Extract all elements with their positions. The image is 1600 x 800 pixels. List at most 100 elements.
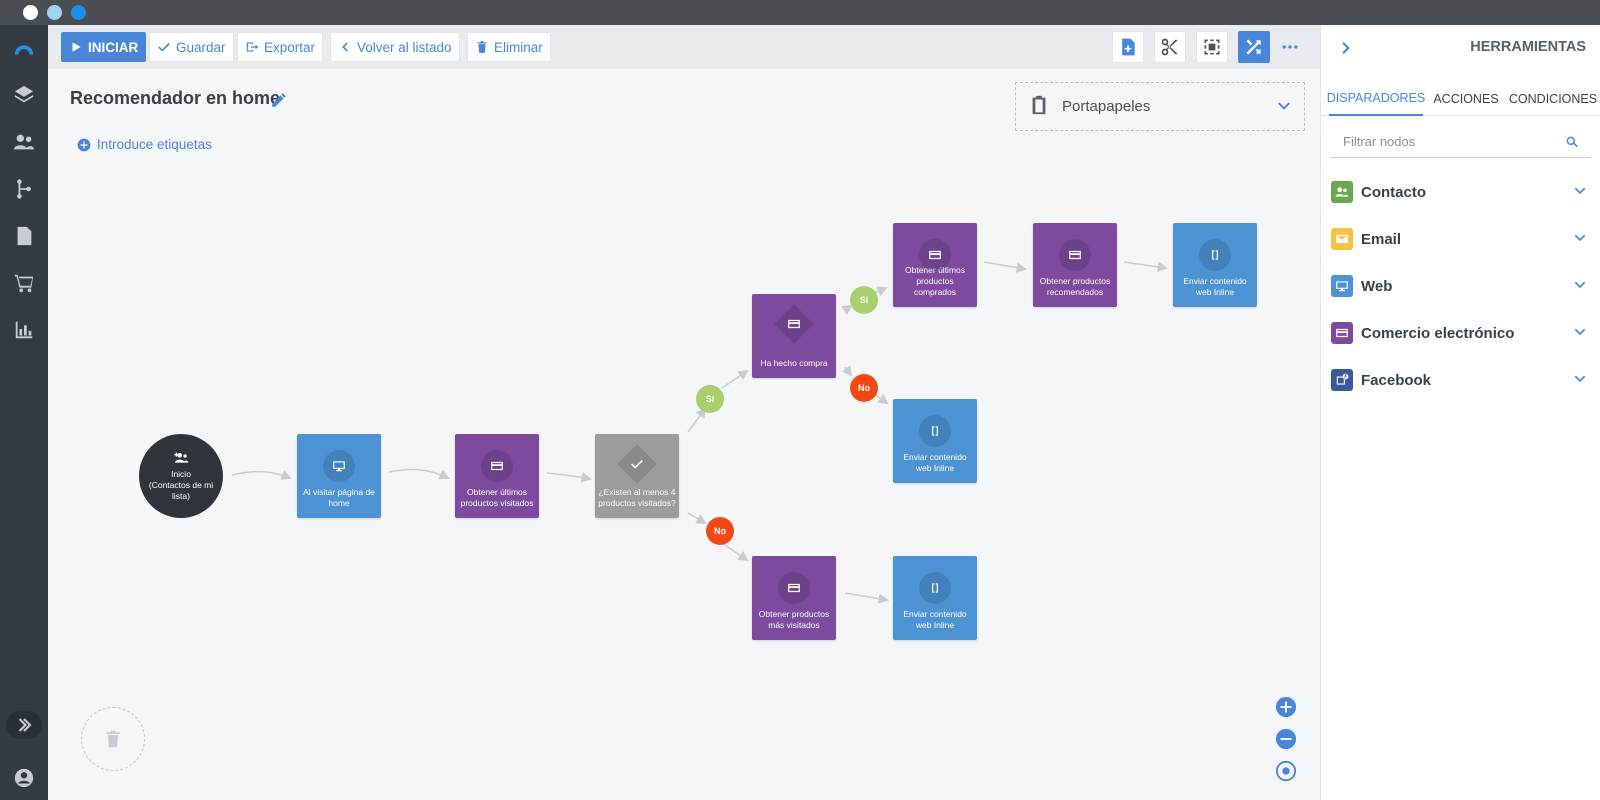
document-icon[interactable] [10,222,38,250]
node-has-purchased[interactable]: Ha hecho compra [752,294,836,378]
category-contact[interactable]: Contacto [1331,176,1591,208]
facebook-icon [1331,369,1353,391]
card-icon [1331,322,1353,344]
start-node-title: Inicio [171,469,191,479]
clipboard-dropzone[interactable]: Portapapeles [1015,82,1305,131]
add-contacts-icon [174,452,189,463]
node-recommended-products[interactable]: Obtener productos recomendados [1033,223,1117,307]
node-label: ¿Existen al menos 4 productos visitados? [598,487,676,508]
node-send-inline-content-3[interactable]: Enviar contenido web Inline [893,556,977,640]
node-send-inline-content-2[interactable]: Enviar contenido web Inline [893,399,977,483]
category-web[interactable]: Web [1331,270,1591,302]
scissors-icon [1161,38,1178,56]
card-icon [778,572,810,604]
logo-icon[interactable] [10,35,38,63]
trash-icon [106,730,120,748]
window-close-control[interactable] [23,5,38,20]
card-icon [1059,239,1091,271]
chevron-right-icon [1342,42,1350,54]
check-icon [158,42,170,52]
search-icon[interactable] [1565,135,1579,149]
node-send-inline-content-1[interactable]: Enviar contenido web Inline [1173,223,1257,307]
edit-title-icon[interactable] [270,91,288,109]
chevron-down-icon[interactable] [1573,183,1587,202]
more-options-button[interactable] [1274,31,1306,63]
contacts-icon[interactable] [10,128,38,156]
chevron-down-icon[interactable] [1276,97,1292,117]
window-maximize-control[interactable] [71,5,86,20]
node-most-visited-products[interactable]: Obtener productos más visitados [752,556,836,640]
panel-title: HERRAMIENTAS [1470,39,1586,55]
back-to-list-button[interactable]: Volver al listado [330,32,460,62]
branch-no-badge[interactable]: No [850,374,878,402]
center-view-button[interactable] [1275,760,1297,782]
filter-nodes-input[interactable] [1343,134,1553,149]
node-last-visited-products[interactable]: Obtener últimos productos visitados [455,434,539,518]
layers-icon[interactable] [10,81,38,109]
add-document-icon [1122,38,1135,56]
tab-conditions[interactable]: CONDICIONES [1508,92,1598,106]
node-label: Obtener productos más visitados [758,609,830,630]
back-button-label: Volver al listado [357,39,452,55]
branch-no-badge[interactable]: No [706,517,734,545]
minus-circle-icon [1275,728,1297,750]
save-button[interactable]: Guardar [149,32,234,62]
trash-icon [477,41,487,53]
start-button-label: INICIAR [88,39,139,55]
chevron-down-icon[interactable] [1573,324,1587,343]
shuffle-icon [1246,39,1261,55]
double-chevron-right-icon [18,718,32,732]
select-area-button[interactable] [1196,31,1228,63]
collapse-panel-button[interactable] [1337,39,1355,57]
trash-dropzone[interactable] [81,707,145,771]
branch-yes-badge[interactable]: Sí [850,286,878,314]
card-icon [774,304,814,344]
tab-actions[interactable]: ACCIONES [1433,92,1499,106]
chevron-down-icon[interactable] [1573,230,1587,249]
category-email[interactable]: Email [1331,223,1591,255]
chevron-down-icon[interactable] [1573,277,1587,296]
zoom-in-button[interactable] [1275,696,1297,718]
window-titlebar [0,0,1600,25]
email-icon [1331,228,1353,250]
export-button[interactable]: Exportar [237,32,324,62]
node-label: Obtener últimos productos visitados [460,487,534,508]
node-last-purchased-products[interactable]: Obtener últimos productos comprados [893,223,977,307]
add-tags-link[interactable]: Introduce etiquetas [77,137,212,152]
more-horizontal-icon [1282,45,1298,49]
auto-layout-button[interactable] [1238,31,1270,63]
connector [546,472,593,483]
delete-button[interactable]: Eliminar [467,32,551,62]
clipboard-icon [1028,94,1050,120]
tab-triggers[interactable]: DISPARADORES [1327,82,1425,116]
node-label: Ha hecho compra [760,358,828,368]
cut-button[interactable] [1154,31,1186,63]
node-visit-home[interactable]: Al visitar página de home [297,434,381,518]
flow-start-node[interactable]: Inicio (Contactos de mi lista) [139,434,223,518]
flow-icon[interactable] [10,175,38,203]
category-label: Email [1361,230,1402,248]
node-condition-min-4-visited[interactable]: ¿Existen al menos 4 productos visitados? [595,434,679,518]
chevron-down-icon[interactable] [1573,371,1587,390]
window-minimize-control[interactable] [47,5,62,20]
category-facebook[interactable]: Facebook [1331,364,1591,396]
branch-yes-badge[interactable]: Sí [696,385,724,413]
brackets-icon [919,572,951,604]
cart-icon[interactable] [10,269,38,297]
play-icon [72,42,81,52]
select-frame-icon [1204,39,1220,55]
zoom-out-button[interactable] [1275,728,1297,750]
new-document-button[interactable] [1112,31,1144,63]
expand-nav-button[interactable] [6,711,42,739]
left-navigation [0,25,48,800]
start-button[interactable]: INICIAR [61,32,147,62]
user-account-icon[interactable] [10,764,38,792]
tools-panel: HERRAMIENTAS DISPARADORES ACCIONES CONDI… [1320,25,1600,800]
category-ecommerce[interactable]: Comercio electrónico [1331,317,1591,349]
delete-button-label: Eliminar [494,39,543,55]
plus-circle-icon [1275,696,1297,718]
node-label: Enviar contenido web Inline [903,452,967,473]
node-label: Enviar contenido web Inline [903,609,967,630]
editor-toolbar: INICIAR Guardar Exportar Volver al lista… [48,25,1320,69]
chart-icon[interactable] [10,316,38,344]
